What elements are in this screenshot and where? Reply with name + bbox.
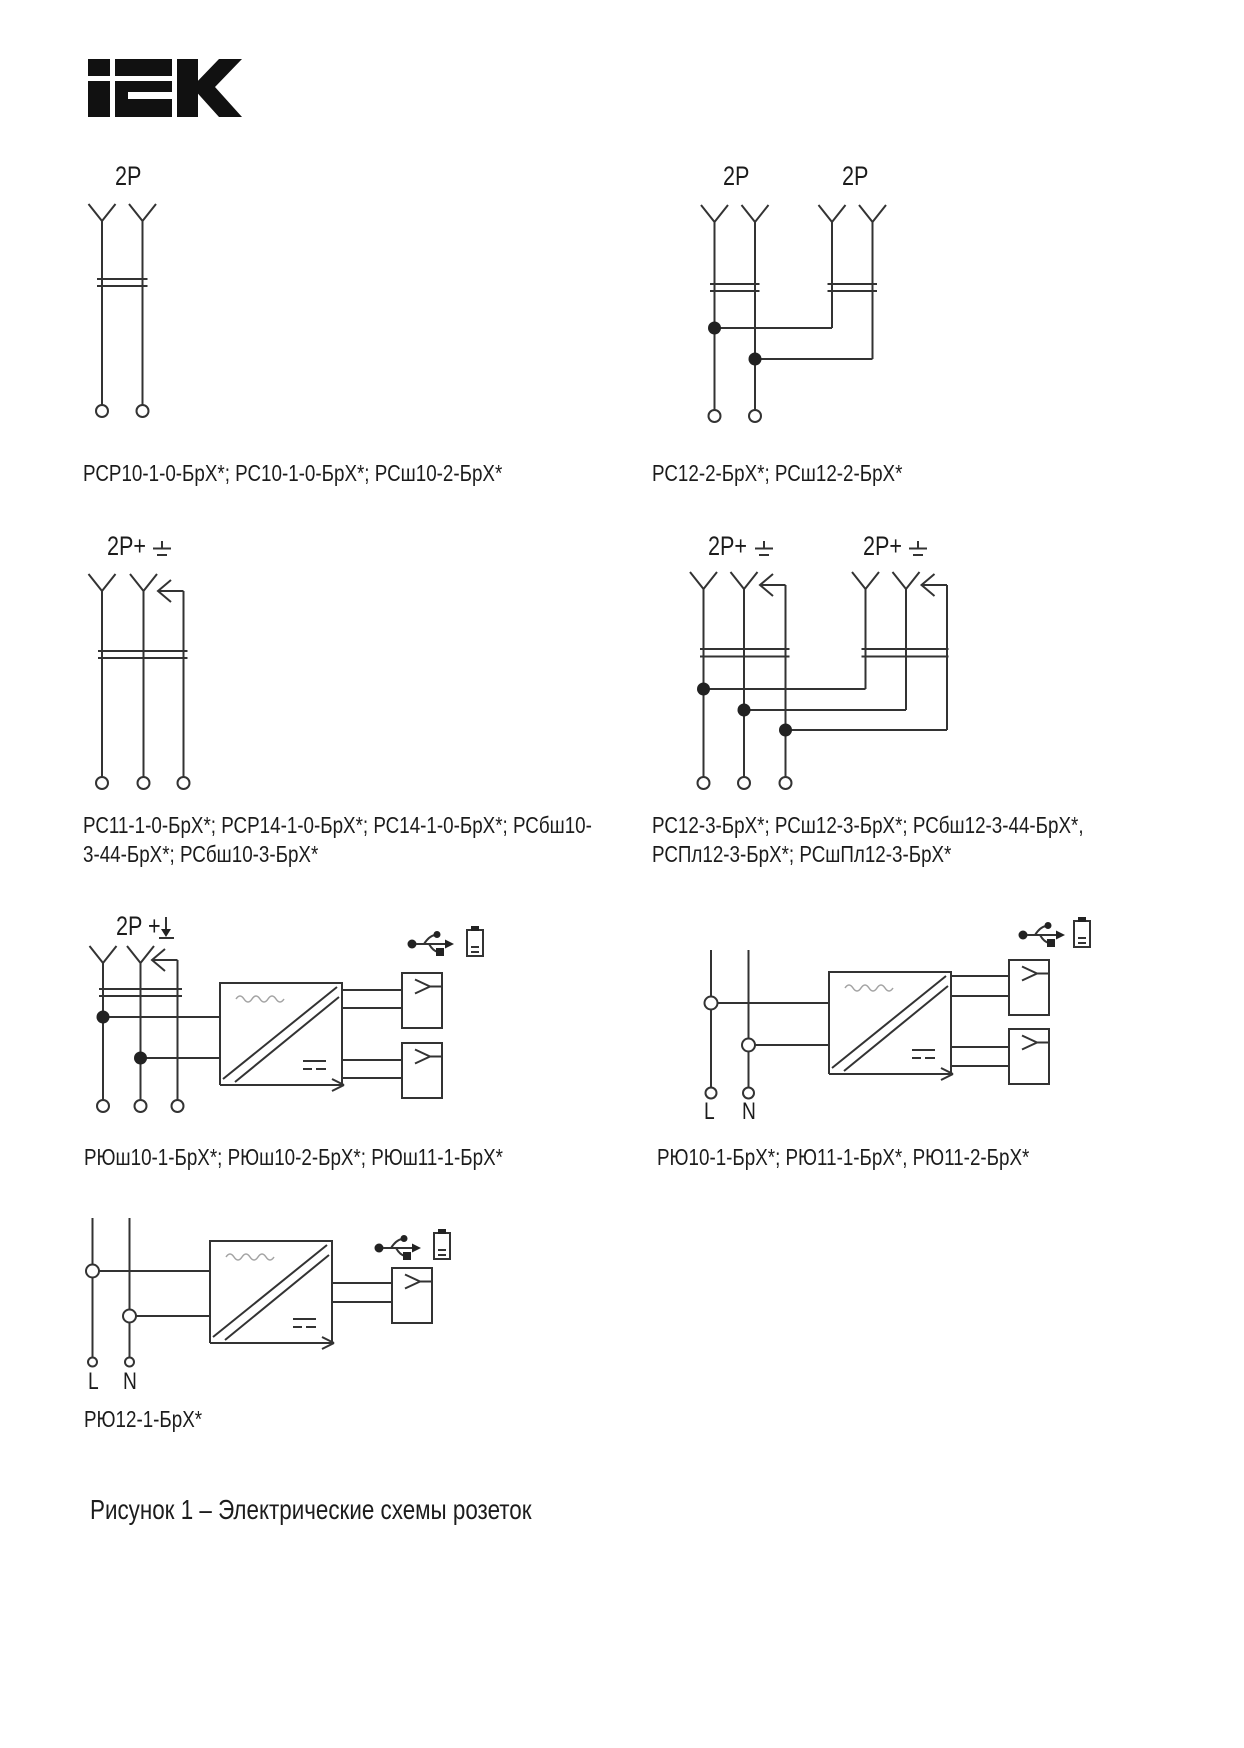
schematic-caption: РЮш10-1-БрХ*; РЮш10-2-БрХ*; РЮш11-1-БрХ* (84, 1144, 503, 1170)
schematic-usb-socket (88, 917, 484, 1113)
terminal-label-n: N (123, 1368, 137, 1395)
acdc-converter-icon (219, 982, 345, 1092)
schematic-usb-ln-one-port (85, 1218, 451, 1368)
earth-symbol-icon (755, 541, 927, 556)
usb-port-icon (1008, 959, 1050, 1016)
schematic-caption: РЮ10-1-БрХ*; РЮ11-1-БрХ*, РЮ11-2-БрХ* (657, 1144, 1030, 1170)
usb-port-icon (1008, 1028, 1050, 1085)
pole-label: 2P + (116, 911, 161, 941)
earth-pin-icon (159, 917, 174, 939)
schematic-usb-ln-two-ports (703, 916, 1091, 1100)
usb-icon (373, 1234, 422, 1261)
schematic-caption: РСР10-1-0-БрХ*; РС10-1-0-БрХ*; РСш10-2-Б… (83, 460, 503, 486)
schematic-2pe-double (689, 541, 949, 790)
iek-logo (88, 59, 242, 117)
usb-port-icon (401, 972, 443, 1029)
usb-icon (406, 930, 455, 957)
acdc-converter-icon (828, 971, 954, 1081)
schematic-2pe-single (87, 541, 191, 790)
schematic-caption: РС11-1-0-БрХ*; РСР14-1-0-БрХ*; РС14-1-0-… (83, 812, 592, 867)
usb-icon (1017, 921, 1066, 948)
earth-symbol-icon (153, 541, 171, 556)
usb-port-icon (401, 1042, 443, 1099)
figure-caption: Рисунок 1 – Электрические схемы розеток (90, 1494, 532, 1525)
terminal-label-n: N (742, 1098, 756, 1125)
pole-label: 2P (842, 161, 869, 191)
acdc-converter-icon (209, 1240, 335, 1350)
terminal-label-l: L (88, 1368, 99, 1395)
pole-label: 2P (115, 161, 142, 191)
battery-icon (433, 1228, 451, 1260)
battery-icon (1073, 916, 1091, 948)
pole-label: 2P+ (863, 531, 903, 561)
schematic-2p-single (87, 203, 157, 418)
pole-label: 2P (723, 161, 750, 191)
schematic-caption: РС12-3-БрХ*; РСш12-3-БрХ*; РСбш12-3-44-Б… (652, 812, 1084, 867)
schematic-2p-double (700, 204, 887, 423)
pole-label: 2P+ (107, 531, 147, 561)
schematic-caption: РЮ12-1-БрХ* (84, 1406, 203, 1432)
schematic-caption: РС12-2-БрХ*; РСш12-2-БрХ* (652, 460, 903, 486)
pole-label: 2P+ (708, 531, 748, 561)
terminal-label-l: L (704, 1098, 715, 1125)
usb-port-icon (391, 1267, 433, 1324)
battery-icon (466, 925, 484, 957)
